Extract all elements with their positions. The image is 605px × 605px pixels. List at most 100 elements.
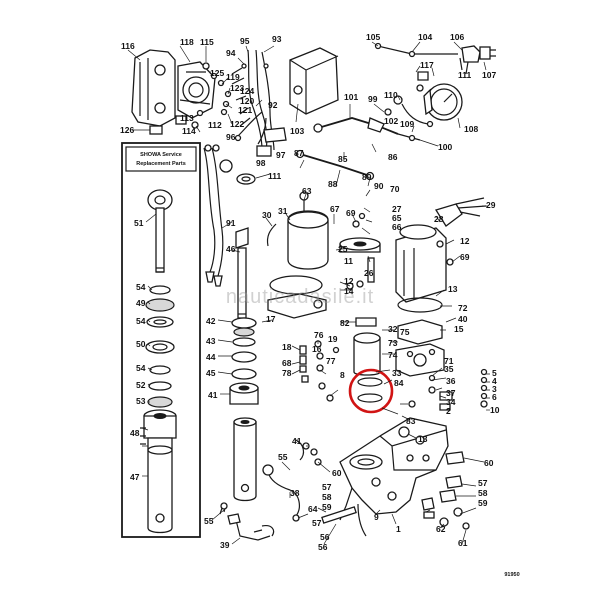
part-label: 1 bbox=[396, 524, 401, 534]
corner-code: 91950 bbox=[504, 572, 519, 578]
part-label: 112 bbox=[208, 120, 222, 130]
control-rod-drawing bbox=[295, 108, 421, 181]
part-label: 111 bbox=[268, 171, 282, 181]
part-label: 50 bbox=[136, 339, 146, 349]
part-label: 8 bbox=[340, 370, 345, 380]
part-label: 99 bbox=[368, 94, 378, 104]
part-label: 59 bbox=[322, 502, 332, 512]
part-label: 117 bbox=[420, 60, 434, 70]
part-label: 86 bbox=[388, 152, 398, 162]
bottom-right-fittings-drawing bbox=[421, 451, 470, 530]
part-label: 6 bbox=[492, 392, 497, 402]
part-label: 42 bbox=[206, 316, 216, 326]
part-label: 94 bbox=[226, 48, 236, 58]
part-label: 3 bbox=[492, 384, 497, 394]
part-label: 97 bbox=[276, 150, 286, 160]
part-label: 123 bbox=[230, 83, 244, 93]
part-label: 66 bbox=[392, 222, 402, 232]
part-label: 26 bbox=[364, 268, 374, 278]
part-label: 39 bbox=[220, 540, 230, 550]
watermark: nauticadasile.it bbox=[226, 286, 374, 308]
part-label: 54 bbox=[136, 363, 146, 373]
small-valves-drawing bbox=[299, 340, 340, 402]
part-label: 121 bbox=[238, 105, 252, 115]
part-label: 78 bbox=[282, 368, 292, 378]
part-label: 109 bbox=[400, 119, 414, 129]
part-label: 69 bbox=[460, 252, 470, 262]
part-label: 101 bbox=[344, 92, 358, 102]
part-label: 57 bbox=[322, 482, 332, 492]
part-label: 34 bbox=[446, 397, 456, 407]
part-label: 71 bbox=[444, 356, 454, 366]
part-label: 12 bbox=[344, 276, 354, 286]
part-label: 36 bbox=[446, 376, 456, 386]
strap-111-drawing bbox=[236, 173, 256, 185]
part-label: 10 bbox=[490, 405, 500, 415]
trim-sender-cable-drawing bbox=[374, 42, 496, 92]
part-label: 107 bbox=[482, 70, 496, 80]
main-housing-drawing bbox=[321, 417, 449, 537]
part-label: 102 bbox=[384, 116, 398, 126]
part-label: 91 bbox=[226, 218, 236, 228]
part-label: 60 bbox=[332, 468, 342, 478]
part-label: 33 bbox=[392, 368, 402, 378]
part-label: 48 bbox=[130, 428, 140, 438]
part-label: 54 bbox=[136, 316, 146, 326]
part-label: 2 bbox=[446, 406, 451, 416]
part-label: 116 bbox=[121, 41, 135, 51]
inset-header-frame bbox=[125, 146, 197, 172]
part-label: 108 bbox=[464, 124, 478, 134]
part-label: 88 bbox=[328, 179, 338, 189]
part-label: 64 bbox=[308, 504, 318, 514]
part-label: 13 bbox=[418, 434, 428, 444]
part-label: 57 bbox=[312, 518, 322, 528]
part-label: 92 bbox=[268, 100, 278, 110]
trim-pump-housing-drawing bbox=[131, 49, 232, 135]
part-label: 46 bbox=[226, 244, 236, 254]
reservoir-cover-drawing bbox=[267, 275, 364, 319]
right-motor-28-drawing bbox=[395, 197, 487, 303]
part-label: 11 bbox=[344, 256, 353, 266]
part-label: 113 bbox=[180, 113, 194, 123]
part-label: 118 bbox=[180, 37, 194, 47]
part-label: 13 bbox=[448, 284, 458, 294]
part-label: 47 bbox=[130, 472, 140, 482]
part-label: 98 bbox=[256, 158, 266, 168]
right-fittings-drawing bbox=[439, 368, 488, 411]
part-label: 15 bbox=[454, 324, 464, 334]
part-label: 75 bbox=[400, 327, 410, 337]
part-label: 104 bbox=[418, 32, 432, 42]
part-label: 35 bbox=[444, 364, 454, 374]
leader-lines bbox=[127, 41, 490, 545]
part-label: 49 bbox=[136, 298, 146, 308]
part-label: 14 bbox=[344, 286, 354, 296]
part-label: 83 bbox=[406, 416, 416, 426]
part-label: 77 bbox=[326, 356, 336, 366]
trim-gauge-drawing bbox=[393, 83, 463, 128]
part-label: 29 bbox=[486, 200, 496, 210]
part-label: 61 bbox=[458, 538, 468, 548]
part-label: 62 bbox=[436, 524, 446, 534]
part-label: 106 bbox=[450, 32, 464, 42]
part-label: 126 bbox=[120, 125, 134, 135]
part-label: 51 bbox=[134, 218, 144, 228]
part-label: 4 bbox=[492, 376, 497, 386]
part-label: 84 bbox=[394, 378, 404, 388]
part-label: 54 bbox=[136, 282, 146, 292]
part-label: 87 bbox=[294, 148, 304, 158]
part-label: 114 bbox=[182, 126, 196, 136]
part-label: 17 bbox=[266, 314, 276, 324]
part-label: 69 bbox=[346, 208, 356, 218]
part-label: 12 bbox=[460, 236, 470, 246]
part-label: 31 bbox=[278, 206, 288, 216]
part-label: 45 bbox=[206, 368, 216, 378]
part-label: 5 bbox=[492, 368, 497, 378]
part-label: 125 bbox=[210, 68, 224, 78]
part-label: 55 bbox=[278, 452, 288, 462]
part-number-labels: 116 118 115 125 119 123 122 124 120 121 … bbox=[120, 32, 500, 552]
part-label: 120 bbox=[240, 96, 254, 106]
right-pump-stack-drawing bbox=[395, 297, 445, 408]
motor-31-drawing bbox=[266, 191, 329, 270]
part-label: 63 bbox=[302, 186, 312, 196]
